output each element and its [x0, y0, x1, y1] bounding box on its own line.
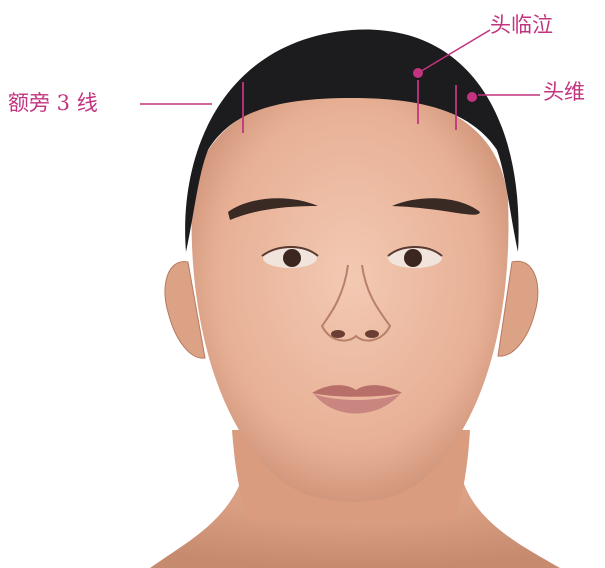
right-eyelid — [387, 246, 443, 257]
right-eyebrow — [392, 198, 480, 215]
upper-lip — [312, 385, 402, 397]
left-ear — [164, 261, 206, 359]
tou-lin-qi-leader-line — [417, 29, 491, 74]
label-e-pang-3-xian: 额旁 3 线 — [8, 91, 98, 115]
nose — [320, 264, 392, 342]
left-nostril — [331, 330, 345, 338]
label-tou-wei: 头维 — [543, 80, 585, 104]
left-eyebrow — [228, 198, 318, 220]
right-iris — [404, 249, 422, 267]
hair — [185, 29, 519, 252]
label-tou-lin-qi: 头临泣 — [490, 13, 553, 37]
lower-lip — [314, 394, 400, 414]
left-eyelid — [261, 246, 319, 257]
tou-lin-qi-point — [413, 68, 423, 78]
face — [191, 92, 509, 503]
right-nostril — [365, 330, 379, 338]
right-ear — [497, 260, 539, 357]
tou-wei-point — [467, 92, 477, 102]
left-iris — [283, 249, 301, 267]
